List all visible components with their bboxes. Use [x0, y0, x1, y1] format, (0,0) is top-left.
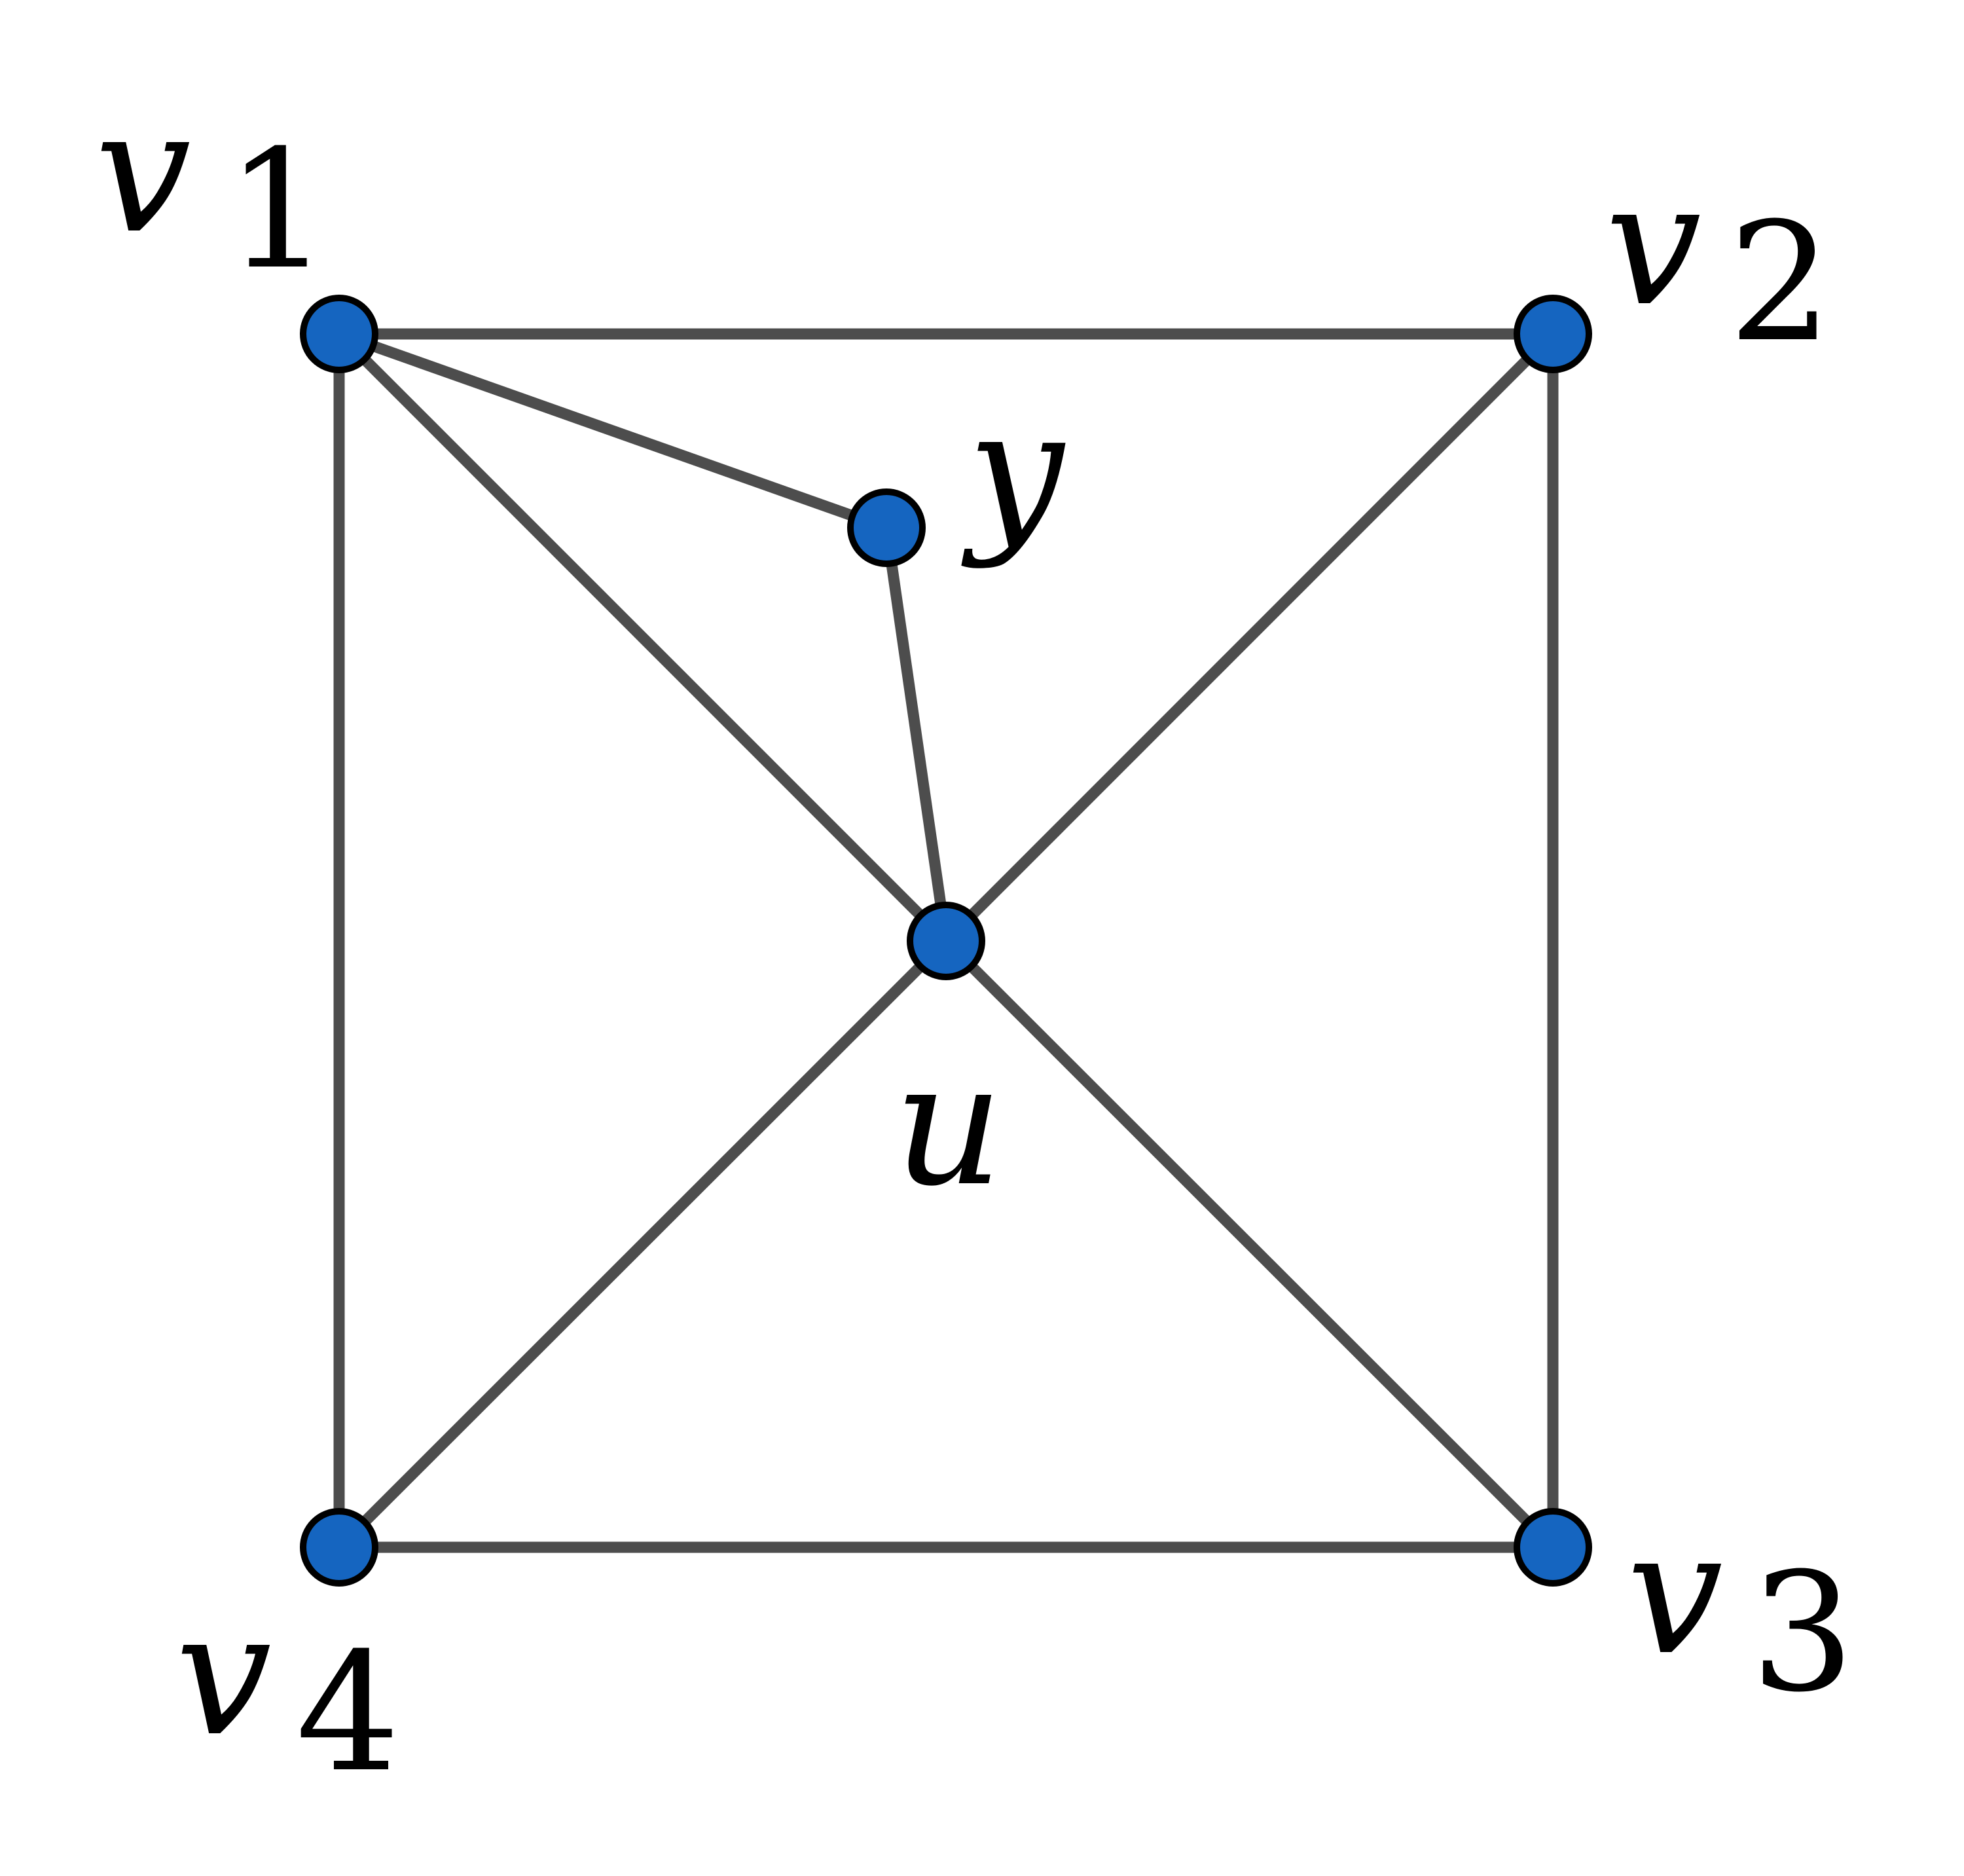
node-v1 [300, 295, 378, 373]
edge-v3-u [941, 936, 1557, 1552]
node-y [847, 488, 926, 567]
label-v3: v [1627, 1495, 1723, 1693]
label-y: y [960, 373, 1066, 571]
edge-v4-u [335, 936, 951, 1552]
node-v2 [1514, 295, 1592, 373]
edge-v2-u [941, 329, 1557, 946]
label-subscript-v3: 3 [1751, 1537, 1855, 1728]
label-v1: v [95, 73, 191, 271]
label-v4: v [175, 1576, 272, 1774]
edge-v1-u [335, 329, 951, 946]
label-subscript-v2: 2 [1728, 187, 1832, 378]
edges-layer [333, 328, 1559, 1553]
node-v3 [1514, 1508, 1592, 1587]
label-v2: v [1605, 146, 1701, 344]
nodes-layer [300, 295, 1592, 1587]
node-u [907, 902, 985, 980]
edge-v1-y [337, 328, 888, 534]
edge-y-u [881, 526, 952, 942]
node-v4 [300, 1508, 378, 1587]
label-u: u [894, 1026, 1003, 1224]
label-subscript-v4: 4 [296, 1617, 400, 1808]
label-subscript-v1: 1 [226, 115, 330, 305]
